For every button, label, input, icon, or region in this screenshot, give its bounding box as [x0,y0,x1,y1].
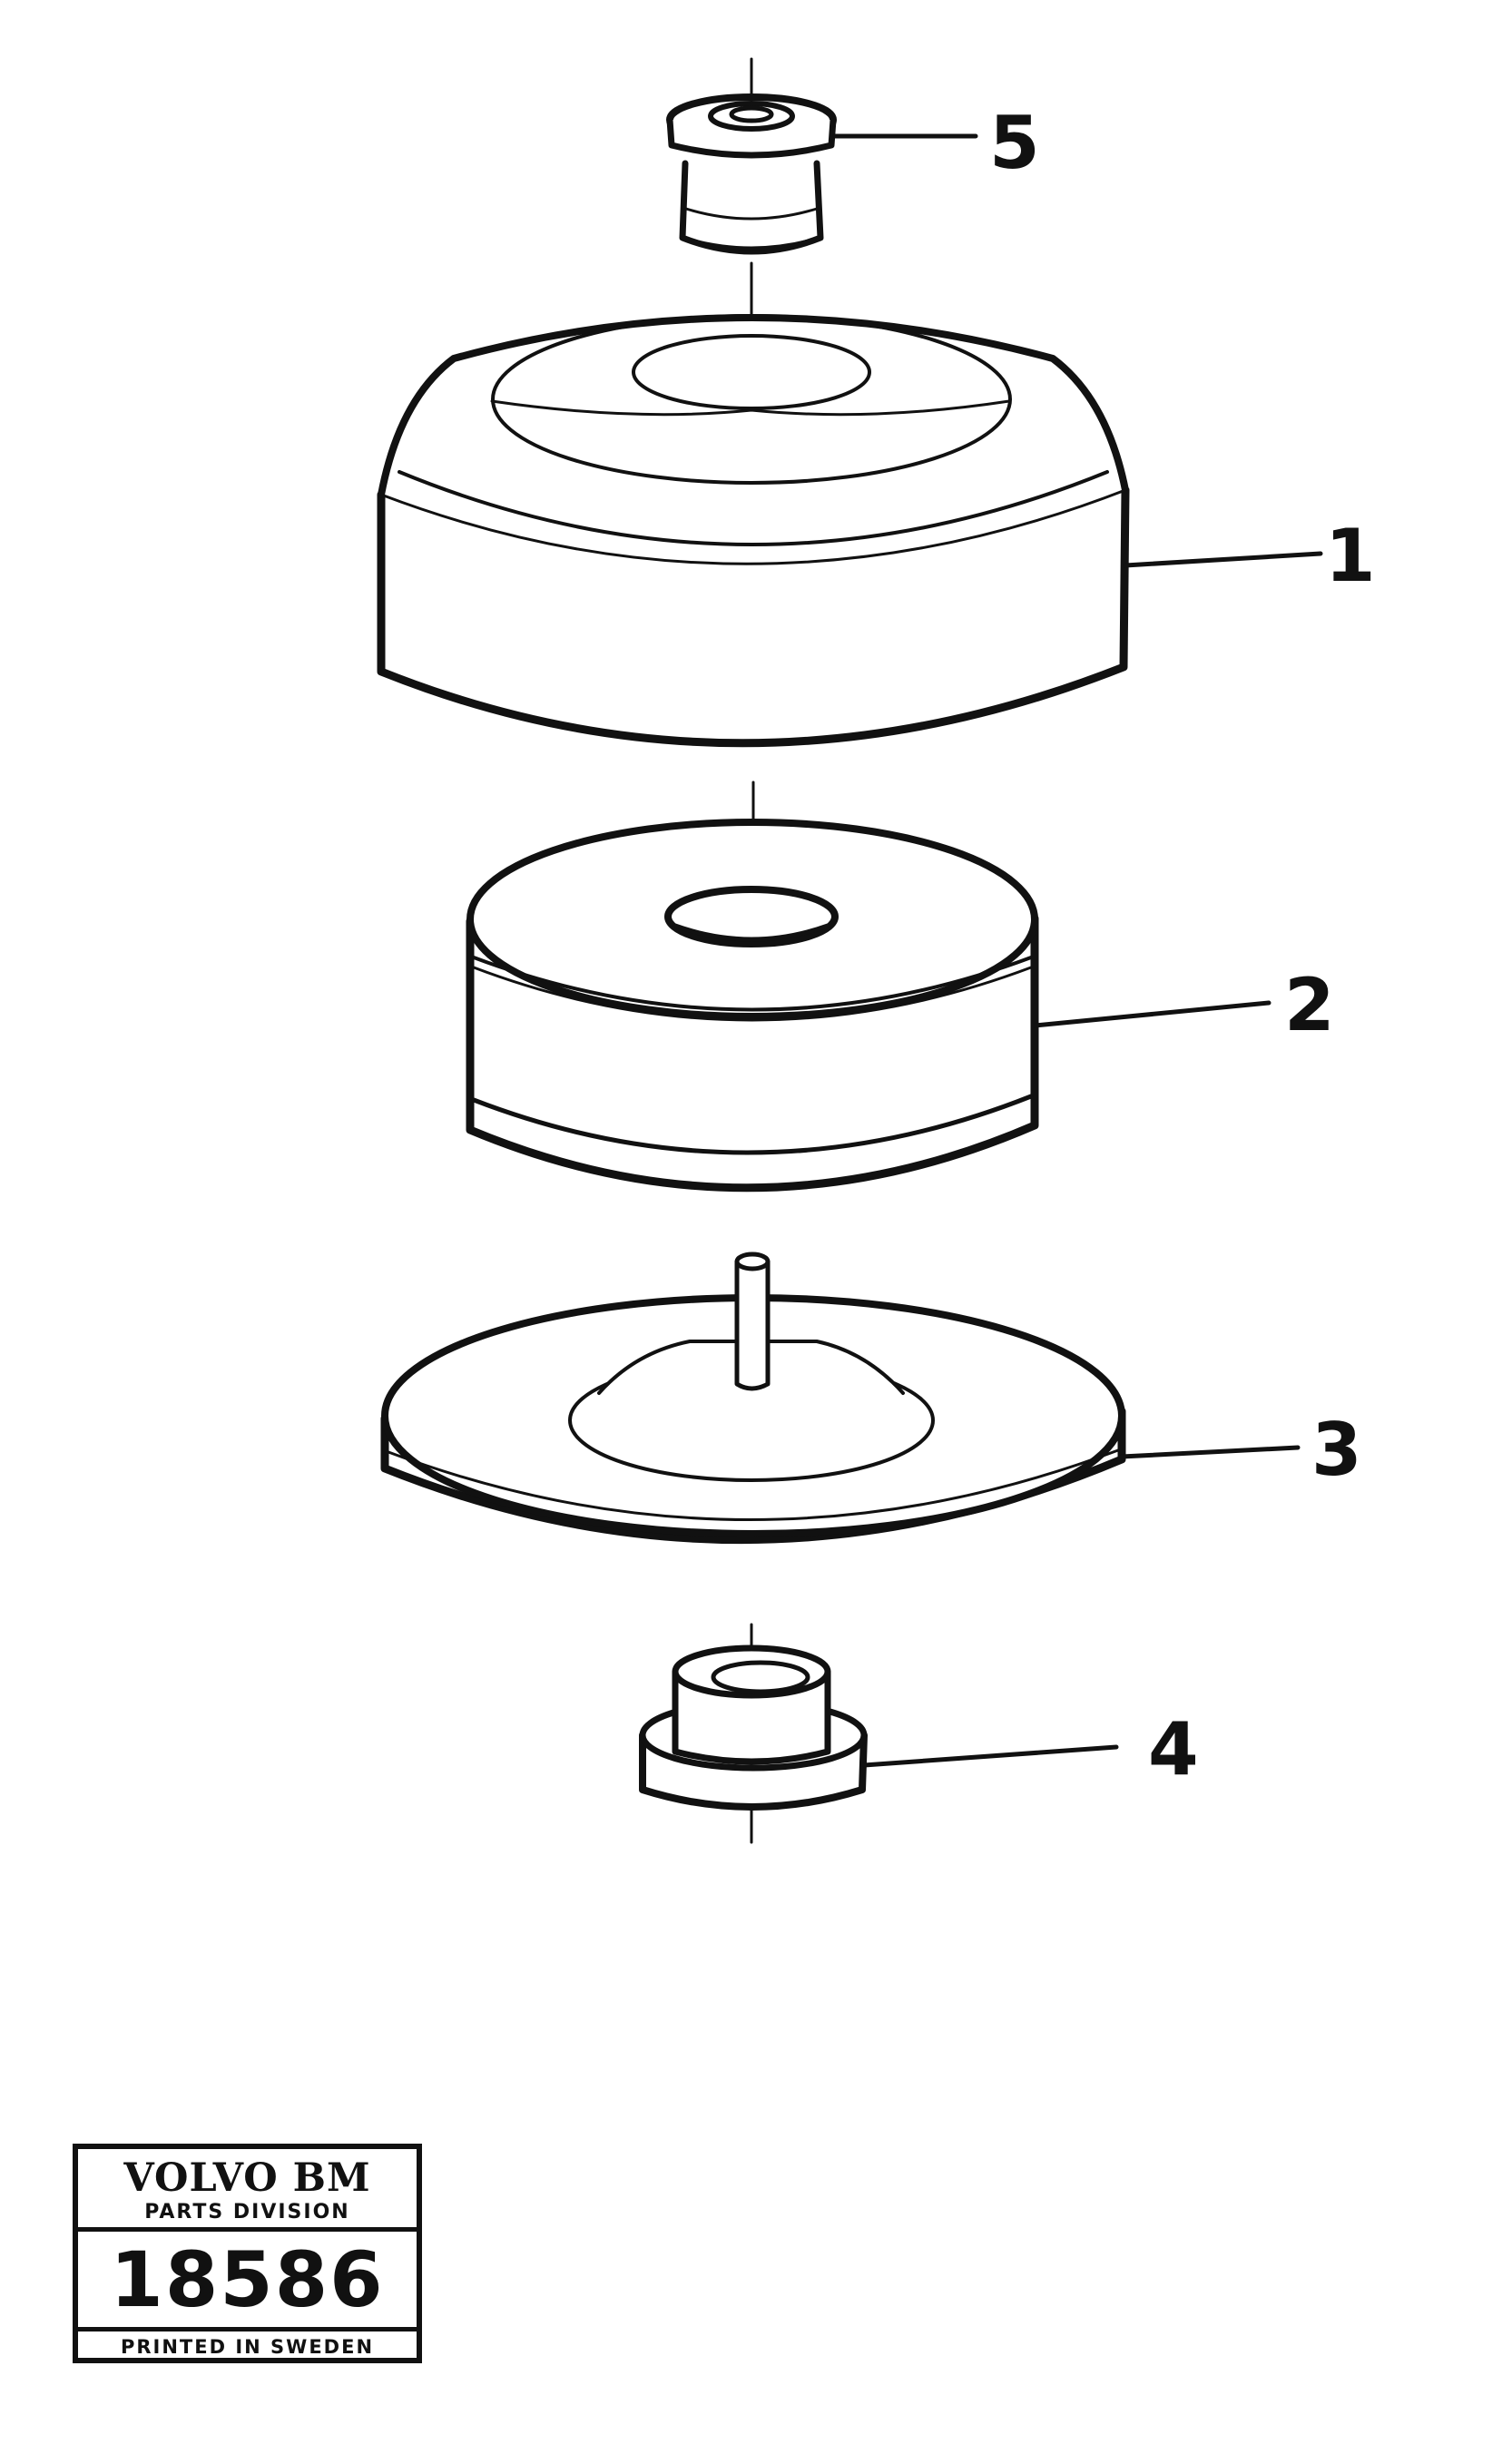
stamp-printed: PRINTED IN SWEDEN [78,2327,417,2362]
callout-2: 2 [1284,963,1335,1047]
stamp-brand: VOLVO BM [123,2155,371,2201]
part-5-top-bushing [666,93,837,255]
callout-1: 1 [1325,514,1376,598]
volvo-parts-stamp: VOLVO BM PARTS DIVISION 18586 PRINTED IN… [73,2144,422,2363]
leader-lines [832,133,1323,1768]
stamp-number: 18586 [110,2235,385,2324]
callout-3: 3 [1311,1408,1362,1492]
stamp-division: PARTS DIVISION [78,2200,417,2232]
callout-4: 4 [1148,1707,1199,1792]
part-1-housing [377,314,1130,748]
callout-5: 5 [989,101,1040,185]
part-4-bottom-bushing [639,1644,868,1811]
part-2-ring [466,819,1039,1193]
part-3-plate [380,1252,1126,1544]
